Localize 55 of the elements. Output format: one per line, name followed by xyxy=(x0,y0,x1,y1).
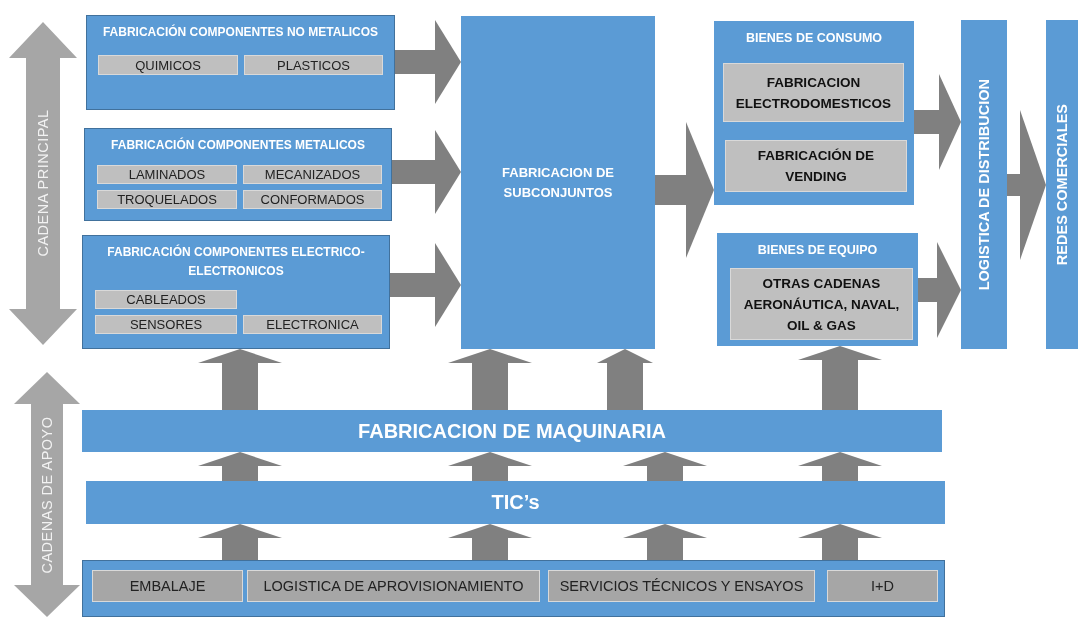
process-panel xyxy=(714,21,914,205)
node-label: ELECTRONICA xyxy=(266,317,359,332)
node-label: FABRICACION DE SUBCONJUNTOS xyxy=(501,163,615,202)
process-bar xyxy=(86,481,945,524)
node-label: FABRICACIÓN COMPONENTES METALICOS xyxy=(110,136,366,154)
node-label: LOGISTICA DE APROVISIONAMIENTO xyxy=(263,578,524,594)
category-box xyxy=(244,55,383,75)
node-label: I+D xyxy=(871,578,894,594)
process-panel xyxy=(86,15,395,110)
node-label: LOGISTICA DE DISTRIBUCION xyxy=(976,78,992,291)
node-label: MECANIZADOS xyxy=(264,167,361,182)
category-box xyxy=(95,290,237,309)
node-label: TIC’s xyxy=(491,491,540,514)
node-label: EMBALAJE xyxy=(129,578,206,594)
category-box xyxy=(243,190,382,209)
category-box xyxy=(243,315,382,334)
node-label: LAMINADOS xyxy=(128,167,206,182)
node-label: CONFORMADOS xyxy=(260,192,365,207)
category-box xyxy=(548,570,815,602)
category-box xyxy=(243,165,382,184)
process-bar xyxy=(961,20,1007,349)
node-label: TROQUELADOS xyxy=(117,192,217,207)
category-box xyxy=(247,570,540,602)
category-box xyxy=(97,190,237,209)
process-panel xyxy=(717,233,918,346)
group-frame xyxy=(82,560,945,617)
process-bar xyxy=(1046,20,1078,349)
process-box xyxy=(461,16,655,349)
node-label: SENSORES xyxy=(129,317,203,332)
node-label: FABRICACION ELECTRODOMESTICOS xyxy=(734,73,893,113)
category-box xyxy=(92,570,243,602)
node-label: REDES COMERCIALES xyxy=(1054,103,1070,266)
node-label: BIENES DE CONSUMO xyxy=(745,31,883,45)
category-box xyxy=(98,55,238,75)
node-label: FABRICACIÓN COMPONENTES NO METALICOS xyxy=(101,23,380,41)
process-panel xyxy=(84,128,392,221)
node-label: BIENES DE EQUIPO xyxy=(757,243,878,257)
axis-label: CADENAS DE APOYO xyxy=(39,416,55,574)
node-label: FABRICACIÓN DE VENDING xyxy=(756,147,876,186)
category-box xyxy=(827,570,938,602)
node-label: QUIMICOS xyxy=(135,57,201,73)
category-box xyxy=(95,315,237,334)
node-label: OTRAS CADENAS AERONÁUTICA, NAVAL, OIL & GAS xyxy=(742,274,901,335)
axis-label: CADENA PRINCIPAL xyxy=(35,109,51,257)
node-label: FABRICACIÓN COMPONENTES ELECTRICO-ELECTRONICOS xyxy=(106,243,366,280)
node-label: FABRICACION DE MAQUINARIA xyxy=(358,419,666,443)
category-box xyxy=(97,165,237,184)
process-bar xyxy=(82,410,942,452)
category-box xyxy=(730,268,913,340)
category-box xyxy=(723,63,904,122)
category-box xyxy=(725,140,907,192)
node-label: PLASTICOS xyxy=(277,57,350,73)
process-panel xyxy=(82,235,390,349)
node-label: SERVICIOS TÉCNICOS Y ENSAYOS xyxy=(559,578,804,594)
node-label: CABLEADOS xyxy=(126,292,206,307)
